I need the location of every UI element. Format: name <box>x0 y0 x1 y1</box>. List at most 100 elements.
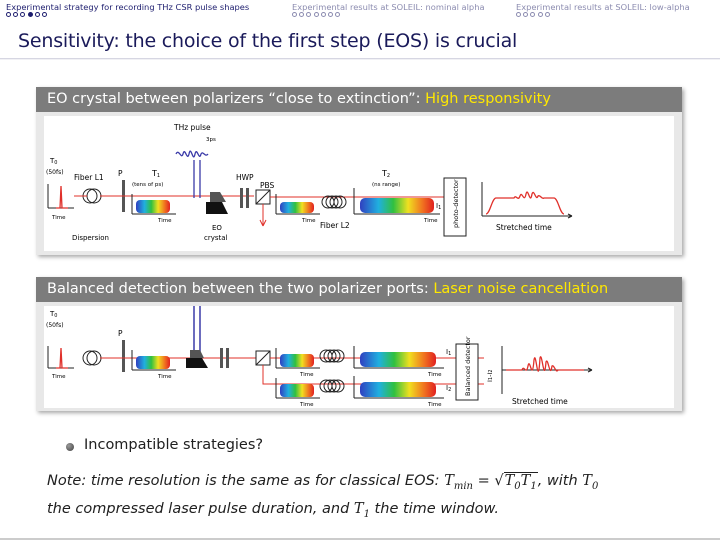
t1-symbol: T1 <box>353 500 370 520</box>
fiber-l2-coil <box>321 195 347 209</box>
note-mid: , with <box>537 473 583 489</box>
output-signal-plot <box>501 346 593 394</box>
time-axis-label: Time <box>51 215 66 221</box>
half-wave-plate <box>240 188 243 208</box>
eo-crystal-label: crystal <box>204 234 228 242</box>
block-heading: Balanced detection between the two polar… <box>36 277 682 302</box>
nav-dot[interactable] <box>306 12 312 17</box>
time-axis-label: Time <box>299 372 314 378</box>
input-pulse-plot <box>47 184 74 209</box>
block-heading: EO crystal between polarizers “close to … <box>36 87 682 112</box>
photodetector <box>443 177 467 237</box>
note-paragraph: Note: time resolution is the same as for… <box>47 470 707 526</box>
nav-dot[interactable] <box>320 12 326 17</box>
block-heading-highlight: High responsivity <box>425 91 551 107</box>
time-axis-label: Time <box>157 374 172 380</box>
nav-section-title[interactable]: Experimental strategy for recording THz … <box>6 2 250 12</box>
block-body: T0 (50fs) Time Fiber L1 Dispersion P Tim… <box>36 112 682 255</box>
chirped-pulse-plot-1 <box>131 194 176 215</box>
photodetector-label: photo-detector <box>452 179 460 228</box>
time-axis-label: Time <box>423 218 438 224</box>
nav-dot[interactable] <box>20 12 26 17</box>
nav-dot[interactable] <box>335 12 341 17</box>
port1-stretched-plot <box>353 346 444 369</box>
nav-section-title[interactable]: Experimental results at SOLEIL: low-alph… <box>516 2 690 12</box>
input-pulse-plot <box>47 346 74 369</box>
note-prefix: Note: time resolution is the same as for… <box>47 473 445 489</box>
thz-pulse-plot <box>175 150 209 198</box>
stretched-pulse-plot <box>353 188 440 215</box>
balanced-detector-label: Balanced detector <box>464 336 472 396</box>
nav-dot[interactable] <box>292 12 297 17</box>
note-line2a: the compressed laser pulse duration, and <box>47 500 354 517</box>
thz-pulse-label: THz pulse <box>173 123 211 132</box>
nav-dots-lowalpha <box>516 12 552 21</box>
stretched-time-label: Stretched time <box>512 397 568 406</box>
hwp-label: HWP <box>236 173 254 182</box>
block-heading-text: Balanced detection between the two polar… <box>47 281 429 297</box>
nav-section-lowalpha[interactable]: Experimental results at SOLEIL: low-alph… <box>516 2 690 12</box>
block-high-responsivity: EO crystal between polarizers “close to … <box>36 87 682 255</box>
fiber-coil-port2 <box>319 379 345 393</box>
time-axis-label: Time <box>157 218 172 224</box>
nav-dots-strategy <box>6 12 49 21</box>
navigation-bar: Experimental strategy for recording THz … <box>0 0 720 26</box>
nav-dot[interactable] <box>299 12 305 17</box>
polarizer-label: P <box>118 329 123 338</box>
nav-dot[interactable] <box>544 12 550 17</box>
tmin-symbol: Tmin <box>444 473 473 492</box>
t1-label: T1 <box>151 169 160 179</box>
polarizer-label: P <box>118 169 123 178</box>
block-heading-text: EO crystal between polarizers “close to … <box>47 91 421 107</box>
dispersion-label: Dispersion <box>72 234 109 242</box>
nav-dot[interactable] <box>537 12 543 17</box>
sqrt-sign: √ <box>494 473 504 489</box>
nav-dot[interactable] <box>516 12 521 17</box>
t0-duration: (50fs) <box>46 169 64 176</box>
nav-dot[interactable] <box>41 12 47 17</box>
nav-section-nominal[interactable]: Experimental results at SOLEIL: nominal … <box>292 2 485 12</box>
time-axis-label: Time <box>427 402 442 408</box>
equals-sign: = <box>472 473 495 489</box>
nav-dot[interactable] <box>6 12 11 17</box>
block-heading-highlight: Laser noise cancellation <box>433 281 609 297</box>
nav-dot[interactable] <box>34 12 40 17</box>
stretched-time-label: Stretched time <box>496 223 552 232</box>
port2-pulse-plot <box>275 378 320 399</box>
eo-crystal <box>186 350 208 368</box>
time-axis-label: Time <box>299 402 314 408</box>
polarizer <box>122 340 125 372</box>
nav-dot[interactable] <box>530 12 536 17</box>
nav-dot[interactable] <box>13 12 19 17</box>
i2-label: I2 <box>446 384 451 393</box>
nav-dot[interactable] <box>523 12 529 17</box>
port2-stretched-plot <box>353 376 444 399</box>
i1-label: I1 <box>436 202 441 211</box>
output-signal-plot <box>481 182 573 219</box>
nav-dot[interactable] <box>327 12 333 17</box>
fiber-coil-port1 <box>319 349 345 363</box>
note-line2b: the time window. <box>369 500 500 517</box>
eos-setup-diagram-1: T0 (50fs) Time Fiber L1 Dispersion P Tim… <box>44 116 674 251</box>
eo-crystal-label: EO <box>212 224 222 232</box>
nav-section-title[interactable]: Experimental results at SOLEIL: nominal … <box>292 2 485 12</box>
difference-label: I1-I2 <box>486 369 494 382</box>
t2-range: (ns range) <box>372 182 400 188</box>
t1-range: (tens of ps) <box>132 182 163 188</box>
nav-dot-current[interactable] <box>27 12 33 17</box>
block-body: T0 (50fs) Time P Time <box>36 302 682 411</box>
nav-section-strategy[interactable]: Experimental strategy for recording THz … <box>6 2 249 12</box>
i1-label: I1 <box>446 348 451 357</box>
thz-duration: 3ps <box>206 137 216 143</box>
t0-duration: (50fs) <box>46 322 64 329</box>
chirped-pulse-plot <box>131 350 176 371</box>
pbs-cube <box>255 189 271 227</box>
block-laser-noise-cancellation: Balanced detection between the two polar… <box>36 277 682 411</box>
frame-title: Sensitivity: the choice of the first ste… <box>18 30 518 52</box>
bullet-icon <box>66 443 74 451</box>
nav-dot[interactable] <box>313 12 319 17</box>
time-axis-label: Time <box>51 374 66 380</box>
time-axis-label: Time <box>427 372 442 378</box>
half-wave-plate <box>220 348 223 368</box>
fiber-l1-label: Fiber L1 <box>74 173 104 182</box>
